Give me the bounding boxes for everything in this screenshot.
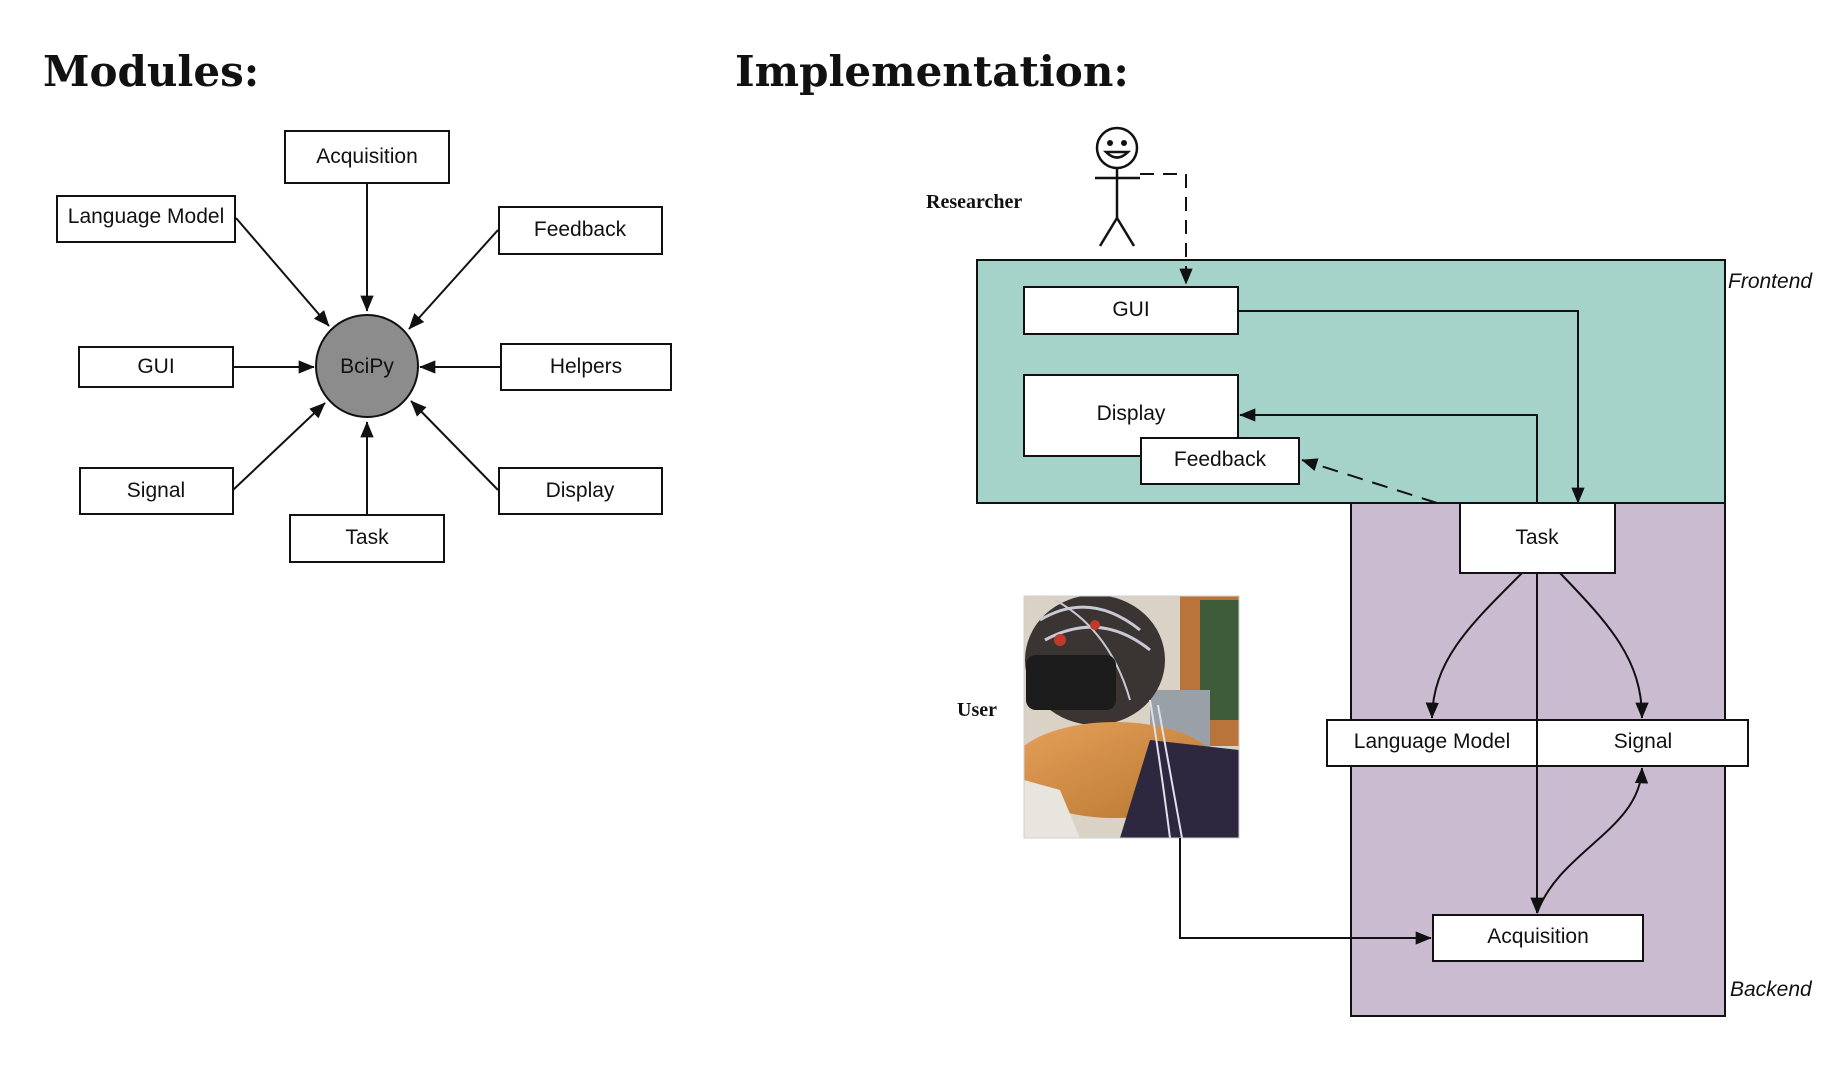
module-label-task: Task <box>345 526 389 549</box>
impl-label-gui: GUI <box>1112 298 1149 321</box>
impl-node-task <box>1459 502 1616 574</box>
arrow-feedback-to-bcipy <box>408 229 499 330</box>
arrow-task-to-signal <box>1559 572 1649 719</box>
researcher-figure <box>1095 126 1140 247</box>
impl-node-feedback <box>1140 437 1300 485</box>
impl-label-language-model: Language Model <box>1354 730 1510 753</box>
implementation-diagram: Frontend Backend Researcher GUI Display … <box>926 126 1813 1017</box>
researcher-label: Researcher <box>926 191 1022 213</box>
module-label-helpers: Helpers <box>550 355 622 378</box>
module-node-helpers <box>500 343 672 391</box>
module-node-language-model <box>56 195 236 243</box>
user-label: User <box>957 699 997 721</box>
impl-node-gui <box>1023 286 1239 335</box>
backend-label: Backend <box>1730 978 1813 1001</box>
module-label-language-model: Language Model <box>68 205 224 228</box>
impl-label-feedback: Feedback <box>1174 448 1267 471</box>
impl-label-acquisition: Acquisition <box>1487 925 1589 948</box>
arrow-task-to-display <box>1239 408 1538 503</box>
module-label-signal: Signal <box>127 479 185 502</box>
bcipy-hub-circle <box>315 314 419 418</box>
module-node-display <box>498 467 663 515</box>
arrow-display-to-bcipy <box>410 400 499 491</box>
arrow-researcher-to-gui <box>1140 173 1193 285</box>
module-label-feedback: Feedback <box>534 218 627 241</box>
modules-diagram: BciPy Acquisition Language Model Feedbac… <box>56 130 672 563</box>
impl-node-acquisition <box>1432 914 1644 962</box>
user-photo <box>1023 595 1240 839</box>
module-node-gui <box>78 346 234 388</box>
module-label-display: Display <box>546 479 615 502</box>
module-label-acquisition: Acquisition <box>316 145 418 168</box>
module-label-gui: GUI <box>137 355 174 378</box>
researcher-eye-left <box>1107 140 1113 146</box>
arrow-user-to-acquisition <box>1179 838 1432 945</box>
arrow-task-to-language-model <box>1425 572 1523 719</box>
researcher-smile <box>1102 150 1132 159</box>
implementation-heading: Implementation: <box>735 47 1129 96</box>
arrow-acquisition-to-signal <box>1536 767 1649 914</box>
module-node-task <box>289 514 445 563</box>
arrow-signal-to-bcipy <box>232 402 326 491</box>
modules-heading: Modules: <box>43 47 259 96</box>
impl-label-signal: Signal <box>1614 730 1672 753</box>
impl-label-task: Task <box>1515 526 1559 549</box>
module-node-acquisition <box>284 130 450 184</box>
frontend-label: Frontend <box>1728 270 1813 293</box>
impl-label-display: Display <box>1097 402 1166 425</box>
bcipy-hub-label: BciPy <box>340 355 394 378</box>
researcher-head <box>1095 126 1139 170</box>
researcher-eye-right <box>1121 140 1127 146</box>
module-node-signal <box>79 467 234 515</box>
arrow-gui-to-task <box>1238 310 1585 504</box>
arrow-language-model-to-bcipy <box>235 217 330 327</box>
module-node-feedback <box>498 206 663 255</box>
arrow-task-to-feedback <box>1301 458 1438 504</box>
